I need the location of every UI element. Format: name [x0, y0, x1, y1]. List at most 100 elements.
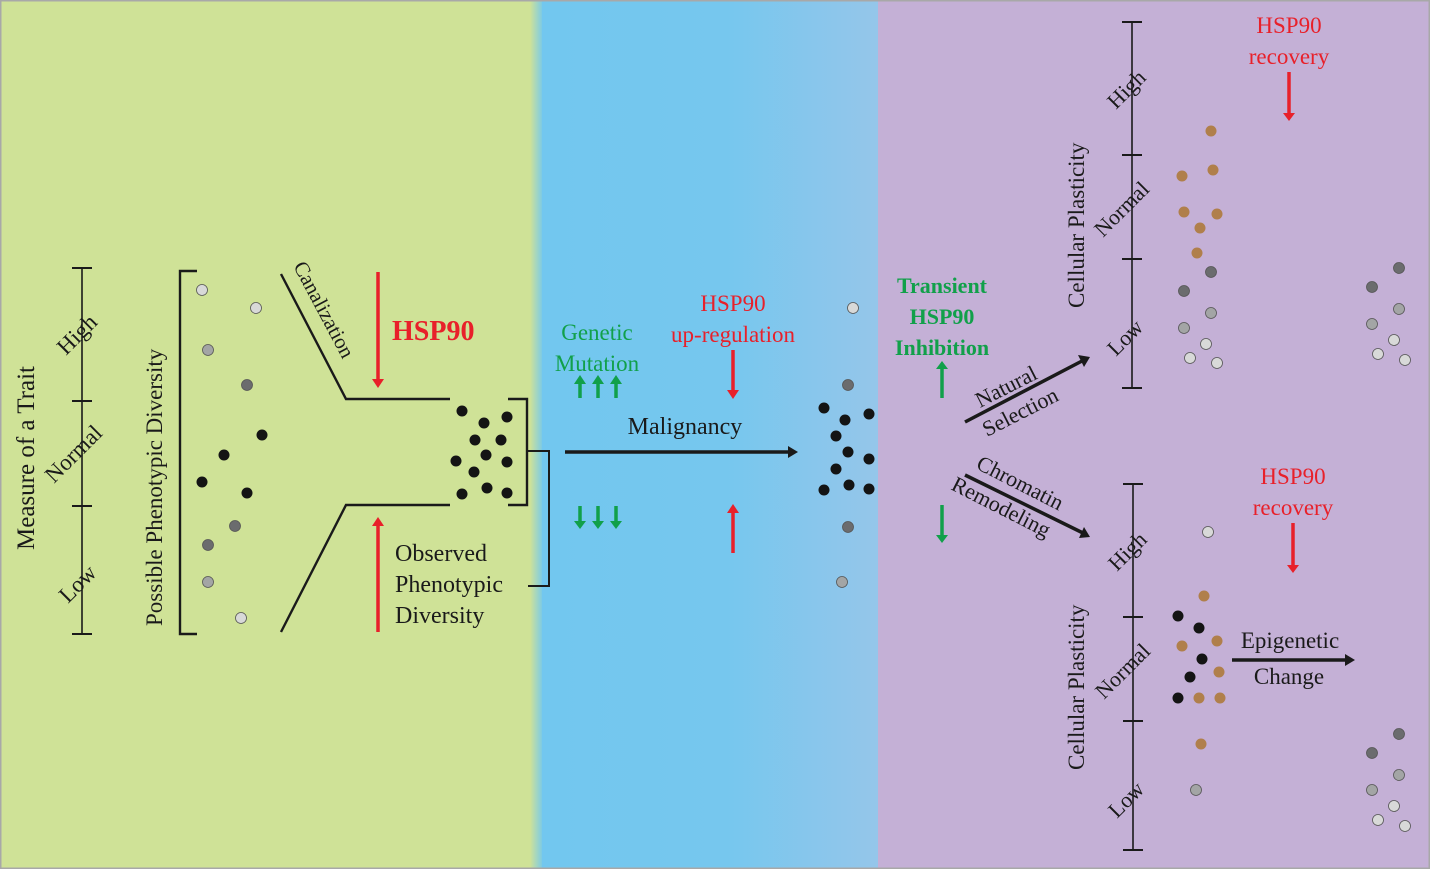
black-cell-dot: [1172, 610, 1184, 622]
top-recovery-arrow-icon: [1283, 113, 1295, 121]
canalization-funnel: [279, 273, 550, 633]
transient-inhibition-line1: Transient: [897, 273, 988, 298]
dark-cell-dot: [1178, 285, 1190, 297]
mid-cell-dot: [1178, 322, 1190, 334]
black-cell-dot: [830, 463, 842, 475]
light-cell-dot: [1202, 526, 1214, 538]
natural-selection-arrow-icon: [1078, 355, 1090, 367]
black-cell-dot: [241, 487, 253, 499]
black-cell-dot: [481, 482, 493, 494]
epigenetic-change-line1: Epigenetic: [1241, 628, 1339, 653]
panel-transition: [530, 0, 544, 869]
malignancy-arrow-icon: [788, 446, 798, 458]
mid-cell-dot: [1366, 318, 1378, 330]
inhibition-down-arrow-icon: [936, 535, 948, 543]
dark-cell-dot: [1393, 728, 1405, 740]
black-cell-dot: [450, 455, 462, 467]
brown-cell-dot: [1193, 692, 1205, 704]
black-cell-dot: [218, 449, 230, 461]
light-cell-dot: [847, 302, 859, 314]
black-cell-dot: [1193, 622, 1205, 634]
black-cell-dot: [1172, 692, 1184, 704]
funnel-bottom-line: [279, 503, 450, 633]
mid-cell-dot: [1190, 784, 1202, 796]
dark-cell-dot: [1366, 281, 1378, 293]
top-recovered-points: [1366, 262, 1411, 366]
observed-label-line2: Phenotypic: [395, 572, 503, 598]
light-cell-dot: [1211, 357, 1223, 369]
green-down-arrow-icon: [610, 521, 622, 529]
black-cell-dot: [480, 449, 492, 461]
black-cell-dot: [469, 434, 481, 446]
black-cell-dot: [1196, 653, 1208, 665]
bottom-recovery-line1: HSP90: [1260, 464, 1325, 489]
dark-cell-dot: [1205, 266, 1217, 278]
observed-label-line3: Diversity: [395, 603, 484, 629]
mid-cell-dot: [836, 576, 848, 588]
black-cell-dot: [863, 408, 875, 420]
possible-points: [196, 284, 268, 624]
dark-cell-dot: [1366, 747, 1378, 759]
light-cell-dot: [235, 612, 247, 624]
brown-cell-dot: [1176, 170, 1188, 182]
mid-cell-dot: [1393, 303, 1405, 315]
black-cell-dot: [256, 429, 268, 441]
light-cell-dot: [1372, 348, 1384, 360]
chromatin-remodeling-arrow-shaft: [964, 473, 1084, 535]
light-cell-dot: [196, 284, 208, 296]
green-up-arrow-icon: [610, 375, 622, 384]
dark-cell-dot: [241, 379, 253, 391]
black-cell-dot: [818, 484, 830, 496]
brown-cell-dot: [1198, 590, 1210, 602]
light-cell-dot: [1399, 820, 1411, 832]
hsp90-label: HSP90: [392, 316, 474, 347]
light-cell-dot: [1399, 354, 1411, 366]
black-cell-dot: [501, 487, 513, 499]
black-cell-dot: [818, 402, 830, 414]
transient-inhibition-line3: Inhibition: [895, 335, 989, 360]
inhibition-up-arrow-icon: [936, 361, 948, 369]
top-recovery-line2: recovery: [1249, 44, 1330, 69]
dark-cell-dot: [1393, 262, 1405, 274]
light-cell-dot: [250, 302, 262, 314]
epigenetic-change-line2: Change: [1254, 664, 1324, 689]
mid-cell-dot: [1205, 307, 1217, 319]
malignancy-label: Malignancy: [628, 414, 743, 440]
black-cell-dot: [863, 453, 875, 465]
bottom-remodeling-points: [1172, 526, 1226, 796]
dark-cell-dot: [842, 379, 854, 391]
brown-cell-dot: [1211, 208, 1223, 220]
black-cell-dot: [501, 411, 513, 423]
possible-diversity-label: Possible Phenotypic Diversity: [142, 348, 167, 626]
hsp90-upregulation-line2: up-regulation: [671, 322, 795, 347]
malignant-points: [818, 302, 875, 588]
mutation-up-arrows: [574, 375, 622, 398]
brown-cell-dot: [1214, 692, 1226, 704]
mid-cell-dot: [1366, 784, 1378, 796]
green-up-arrow-icon: [574, 375, 586, 384]
hsp90-up-arrow-icon: [372, 517, 384, 526]
brown-cell-dot: [1205, 125, 1217, 137]
top-recovery-line1: HSP90: [1256, 13, 1321, 38]
observed-bracket-connector: [527, 450, 550, 587]
black-cell-dot: [456, 488, 468, 500]
black-cell-dot: [830, 430, 842, 442]
brown-cell-dot: [1191, 247, 1203, 259]
bottom-recovered-points: [1366, 728, 1411, 832]
bottom-axis-title: Cellular Plasticity: [1064, 604, 1089, 770]
green-down-arrow-icon: [592, 521, 604, 529]
brown-cell-dot: [1195, 738, 1207, 750]
black-cell-dot: [456, 405, 468, 417]
light-cell-dot: [1372, 814, 1384, 826]
light-cell-dot: [1200, 338, 1212, 350]
observed-label-line1: Observed: [395, 541, 487, 567]
right-panel-background: [878, 0, 1430, 869]
light-cell-dot: [1388, 334, 1400, 346]
epigenetic-arrow-icon: [1345, 654, 1355, 666]
transient-inhibition-line2: HSP90: [910, 304, 975, 329]
light-cell-dot: [1388, 800, 1400, 812]
observed-points: [450, 405, 513, 500]
green-down-arrow-icon: [574, 521, 586, 529]
black-cell-dot: [468, 466, 480, 478]
